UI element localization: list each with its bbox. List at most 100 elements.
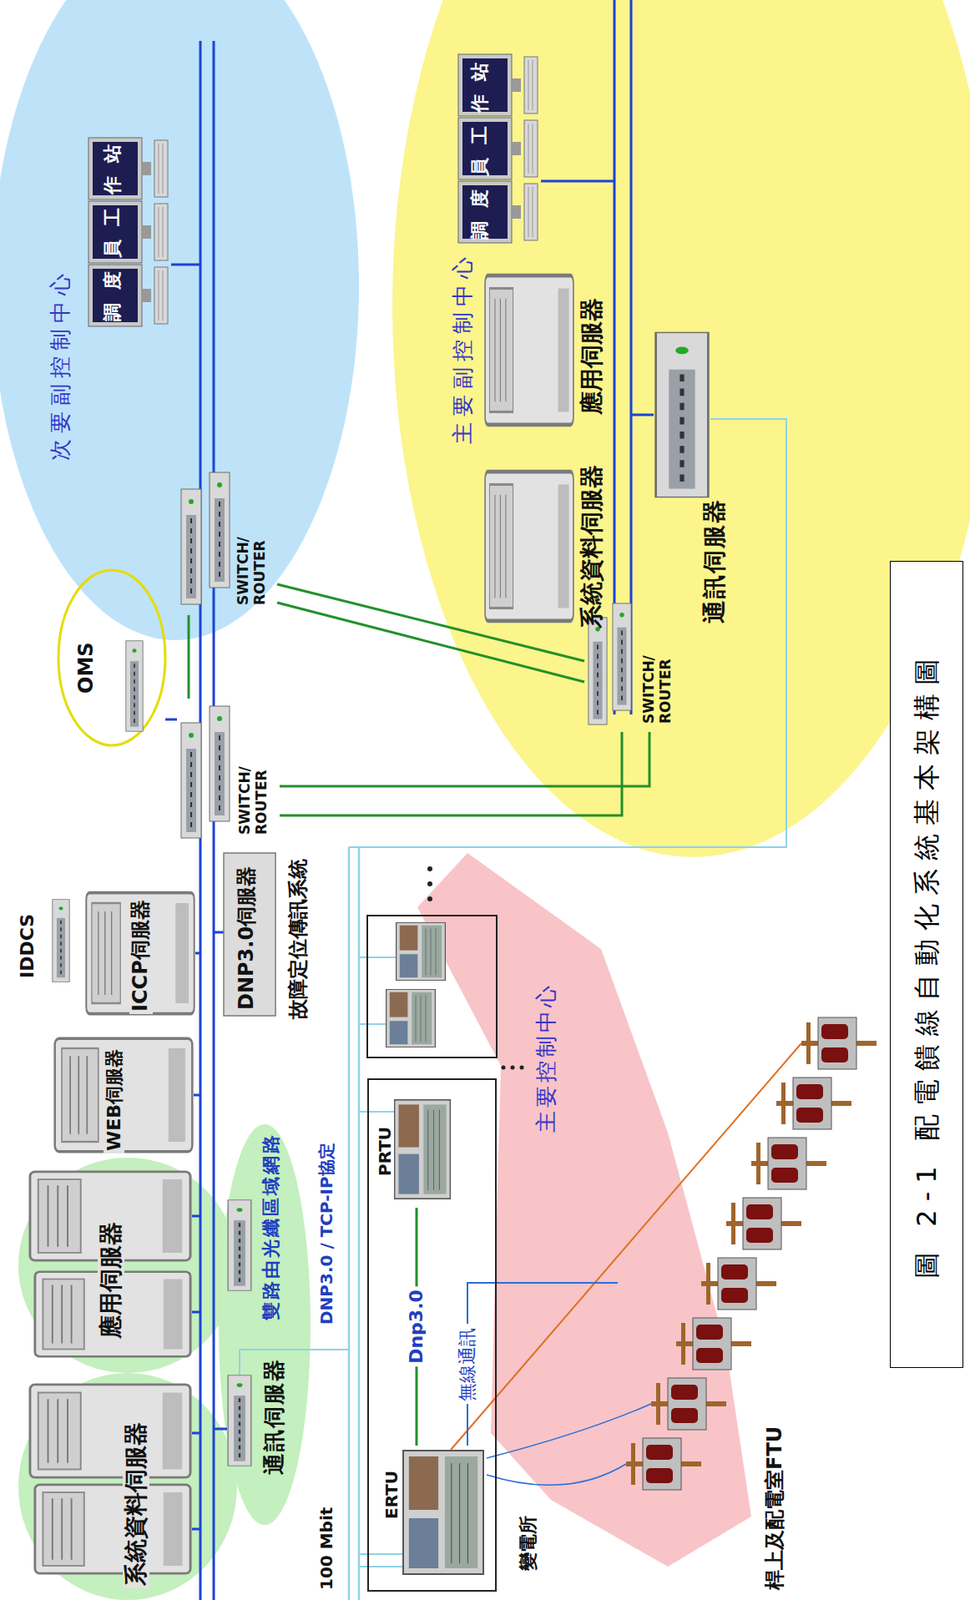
field-bus — [348, 847, 351, 1600]
server-box: WEB伺服器 — [51, 1028, 196, 1162]
text-slot: SWITCH/ ROUTER — [235, 536, 268, 606]
ellipsis-dot — [427, 881, 433, 887]
text-slot: PRTU — [375, 1126, 395, 1177]
server-icon — [485, 471, 574, 622]
text-slot: 雙路由光纖區域網路 — [260, 1132, 282, 1321]
node-label: 變電所 — [517, 1515, 539, 1572]
text-slot: 應用伺服器 — [578, 298, 606, 415]
server-icon — [485, 275, 574, 425]
ftu-unit — [726, 1197, 802, 1250]
text-slot: 主要控制中心 — [534, 982, 560, 1133]
node-label: 主要副控制中心 — [450, 251, 476, 445]
server-box: 通訊伺服器 — [649, 327, 738, 628]
ellipse-shape — [218, 1124, 311, 1526]
node-label: WEB伺服器 — [103, 1046, 125, 1154]
text-slot: OMS — [75, 641, 99, 694]
ellipsis-dot — [501, 1065, 506, 1071]
ftu-unit — [626, 1438, 702, 1491]
text-slot: 系統資料伺服器 — [122, 1419, 150, 1589]
monitor-icon — [88, 137, 168, 200]
node-label: 系統資料伺服器 — [122, 1419, 150, 1589]
dispatcher-workstation: 調度員工作站 — [83, 114, 209, 332]
server-box: 系統資料伺服器 — [482, 459, 610, 632]
text-slot: 系統資料伺服器 — [578, 464, 606, 629]
ftu-unit — [801, 1017, 877, 1070]
rtu-icon — [396, 922, 446, 981]
text-slot: 故障定位傳訊系統 — [287, 858, 311, 1020]
node-label: SWITCH/ ROUTER — [237, 766, 270, 835]
node-label: 調度員工作站 — [101, 131, 123, 322]
ftu-unit — [651, 1378, 727, 1430]
rtu-icon — [386, 989, 436, 1047]
ellipsis-dot — [427, 896, 433, 902]
link-line — [467, 1283, 618, 1446]
ftu-group: 桿上及配電室FTU — [617, 932, 885, 1592]
rtu-icon — [403, 1450, 484, 1575]
rtu-box: ERTU — [379, 1445, 487, 1580]
field-bus — [358, 847, 361, 1600]
node-label: 系統資料伺服器 — [578, 464, 606, 629]
monitor-icon — [88, 264, 168, 327]
server-box: DNP3.0伺服器 故障定位傳訊系統 — [220, 844, 338, 1025]
ellipse-shape — [18, 1373, 238, 1600]
switch-icon — [209, 706, 230, 822]
node-label: 桿上及配電室FTU — [763, 1426, 788, 1591]
text-slot: SWITCH/ ROUTER — [237, 766, 270, 835]
server-box: ICCP伺服器 — [83, 879, 197, 1026]
ellipsis-dot — [510, 1065, 516, 1071]
node-label: 通訊伺服器 — [701, 498, 728, 624]
free-label: 主要控制中心 — [534, 982, 560, 1133]
text-slot: 通訊伺服器 — [701, 498, 728, 624]
control-center-zone: 次要副控制中心 SWITCH/ ROUTER 調度員工作站 — [0, 0, 359, 641]
server-icon — [227, 1375, 252, 1466]
switch-icon — [612, 603, 632, 711]
edge-label-slot: 無線通訊 — [456, 1324, 478, 1405]
switch-router: SWITCH/ ROUTER — [176, 456, 278, 616]
ellipsis-dot — [427, 866, 433, 872]
server-group: 應用伺服器 — [18, 1157, 238, 1374]
server-box: 應用伺服器 — [482, 264, 610, 436]
ellipse-outline — [18, 1157, 238, 1374]
text-slot: 通訊伺服器 — [262, 1358, 288, 1476]
text-slot: 變電所 — [517, 1515, 539, 1572]
text-slot: DNP3.0 / TCP-IP協定 — [317, 1142, 337, 1325]
node-label: DNP3.0伺服器 — [235, 863, 259, 1013]
node-label: 次要副控制中心 — [48, 267, 74, 461]
text-slot: 次要副控制中心 — [48, 267, 74, 461]
link-line — [165, 718, 177, 722]
server-icon — [223, 853, 276, 1016]
rtu-icon — [394, 1100, 451, 1199]
node-label: ICCP伺服器 — [129, 897, 153, 1015]
ftu-unit — [676, 1318, 752, 1370]
text-slot: ERTU — [382, 1470, 402, 1520]
server-icon — [227, 1200, 252, 1291]
edge-label: Dnp3.0 — [405, 1286, 427, 1368]
feeder-line — [450, 1043, 802, 1450]
server-icon — [30, 1384, 191, 1478]
dispatcher-workstation: 調度員工作站 — [450, 39, 589, 253]
server-icon — [35, 1485, 191, 1574]
ellipse-shape — [0, 0, 359, 641]
wireless-link — [486, 1404, 652, 1459]
node-label: SWITCH/ ROUTER — [235, 536, 268, 606]
node-label: 通訊伺服器 — [262, 1358, 288, 1476]
node-label: 應用伺服器 — [578, 298, 606, 415]
free-label: 雙路由光纖區域網路 — [260, 1132, 282, 1321]
ftu-unit — [776, 1077, 852, 1130]
node-label: PRTU — [375, 1126, 395, 1177]
ellipse-shape — [392, 0, 970, 858]
switch-icon — [181, 722, 202, 839]
ellipse-shape — [58, 570, 166, 746]
text-slot: SWITCH/ ROUTER — [641, 655, 674, 724]
device-box: IDDCS — [11, 874, 83, 987]
node-label: OMS — [75, 641, 99, 694]
text-slot: 應用伺服器 — [97, 1219, 125, 1342]
ftu-unit — [751, 1137, 827, 1190]
free-label: 100 Mbit — [317, 1507, 337, 1591]
server-icon — [85, 893, 194, 1015]
node-label: 故障定位傳訊系統 — [287, 858, 311, 1020]
device-icon — [52, 899, 70, 983]
